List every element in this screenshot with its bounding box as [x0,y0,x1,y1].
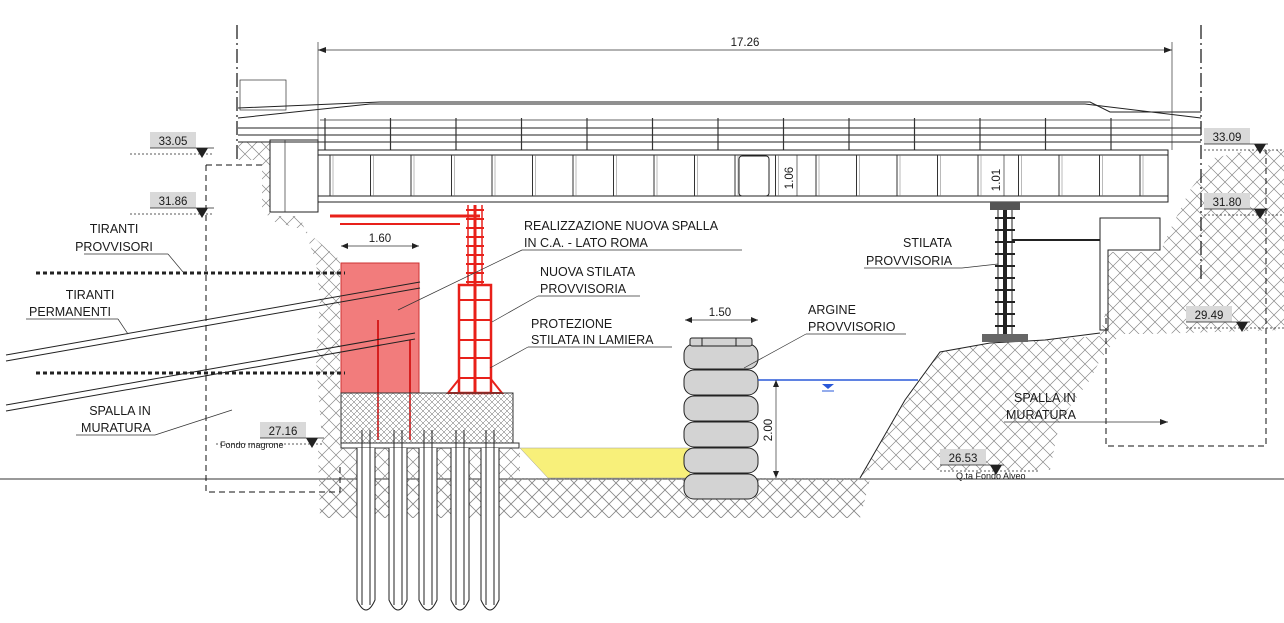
label-temp-anchors: TIRANTI PROVVISORI [75,222,184,273]
level-deck-left-text: 33.05 [159,136,188,148]
level-lean-concrete-text: 27.16 [269,426,298,438]
temporary-levee [683,337,759,500]
level-soffit-left: 31.86 [130,192,214,218]
label-levee-1: ARGINE [808,303,856,317]
label-perm-anchors-2: PERMANENTI [29,305,111,319]
label-right-masonry: SPALLA IN MURATURA [1004,391,1168,425]
level-lean-concrete: 27.16 [216,422,324,448]
label-left-masonry: SPALLA IN MURATURA [76,404,233,436]
beam-height-left: 1.06 [784,155,798,196]
note-lean-concrete: Fondo magrone [220,440,284,450]
label-left-masonry-2: MURATURA [81,421,152,435]
yellow-fill [519,447,691,479]
level-riverbed: 26.53 [940,449,1040,475]
label-right-masonry-2: MURATURA [1006,408,1077,422]
label-new-abutment-2: IN C.A. - LATO ROMA [524,236,649,250]
label-levee: ARGINE PROVVISORIO [743,303,906,369]
label-temp-anchors-1: TIRANTI [90,222,139,236]
abutment-width-text: 1.60 [369,233,391,245]
label-trestle-1: STILATA [903,236,953,250]
label-trestle-2: PROVVISORIA [866,254,953,268]
level-soffit-right: 31.80 [1204,193,1284,219]
label-right-masonry-1: SPALLA IN [1014,391,1076,405]
label-protection-1: PROTEZIONE [531,317,612,331]
span-dimension-text: 17.26 [731,37,760,49]
label-new-trestle: NUOVA STILATA PROVVISORIA [491,265,640,323]
levee-height-text: 2.00 [763,419,775,441]
level-deck-right-text: 33.09 [1213,132,1242,144]
label-new-abutment-1: REALIZZAZIONE NUOVA SPALLA [524,219,719,233]
levee-width-dimension: 1.50 [685,307,758,323]
level-riverbed-text: 26.53 [949,453,978,465]
anchors [5,271,421,412]
label-new-trestle-1: NUOVA STILATA [540,265,636,279]
beam-height-left-text: 1.06 [784,167,796,189]
span-dimension: 17.26 [317,37,1173,150]
temp-trestle-right [982,202,1100,342]
beam-height-right: 1.01 [991,155,1005,196]
right-embankment [860,150,1284,478]
piles [356,430,500,611]
abutment-width-dimension: 1.60 [341,233,419,249]
levee-width-text: 1.50 [709,307,731,319]
level-soffit-left-text: 31.86 [159,196,188,208]
label-levee-2: PROVVISORIO [808,320,896,334]
label-protection-2: STILATA IN LAMIERA [531,333,654,347]
label-new-trestle-2: PROVVISORIA [540,282,627,296]
label-temp-anchors-2: PROVVISORI [75,240,153,254]
level-right-abutment-text: 29.49 [1195,310,1224,322]
label-left-masonry-1: SPALLA IN [89,404,151,418]
levee-height-dimension: 2.00 [763,380,779,478]
label-trestle: STILATA PROVVISORIA [864,236,999,269]
label-protection: PROTEZIONE STILATA IN LAMIERA [489,317,672,369]
note-riverbed: Q.ta Fondo Alveo [956,471,1026,481]
label-new-abutment: REALIZZAZIONE NUOVA SPALLA IN C.A. - LAT… [397,219,742,311]
beam-height-right-text: 1.01 [991,169,1003,191]
level-right-abutment: 29.49 [1186,306,1284,332]
right-masonry-outline [1105,150,1267,447]
new-rc-abutment [340,262,420,394]
level-soffit-right-text: 31.80 [1213,197,1242,209]
bridge-deck [237,101,1202,203]
label-perm-anchors-1: TIRANTI [66,288,115,302]
pile-cap [340,392,514,444]
label-perm-anchors: TIRANTI PERMANENTI [26,288,129,335]
level-deck-right: 33.09 [1204,128,1284,154]
level-deck-left: 33.05 [130,132,214,158]
left-masonry-outline [205,165,341,493]
